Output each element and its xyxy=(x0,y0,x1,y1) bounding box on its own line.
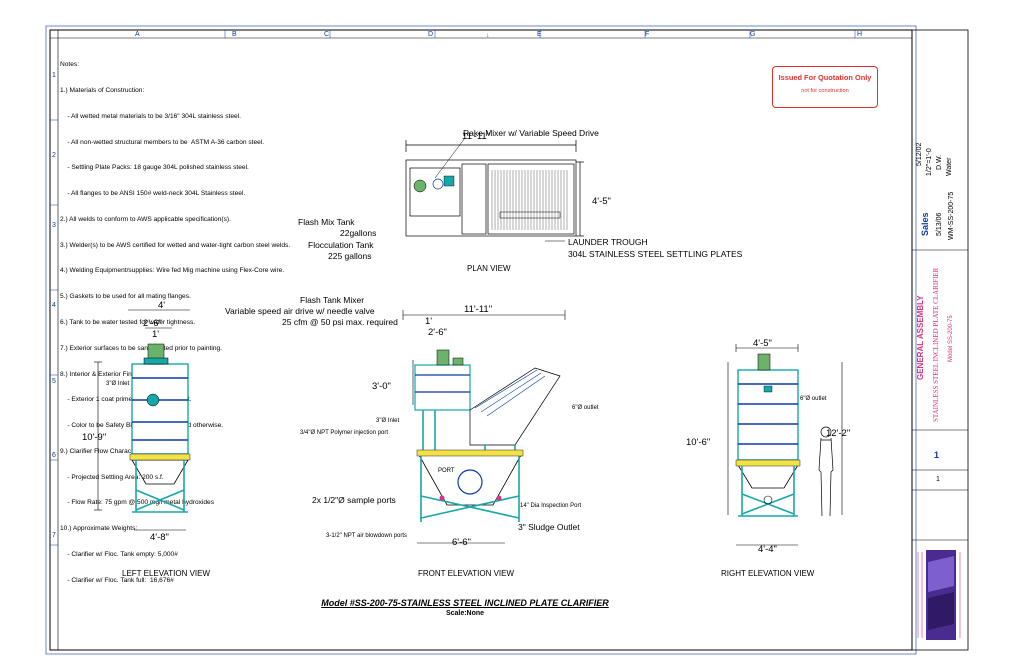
note-line: - Projected Settling Area: 200 s.f. xyxy=(60,473,164,481)
stamp-title: Issued For Quotation Only xyxy=(778,73,872,82)
stamp-subtitle: not for construction xyxy=(801,88,849,94)
right-dim-top: 4'-5" xyxy=(753,338,772,349)
right-outlet-label: 6"Ø outlet xyxy=(800,396,827,402)
tb-drawn: D.W. xyxy=(936,154,943,170)
right-dim-person: 12'-2" xyxy=(826,428,851,439)
note-line: 2.) All welds to conform to AWS applicab… xyxy=(60,215,231,223)
front-air-req-label: 25 cfm @ 50 psi max. required xyxy=(282,317,398,327)
grid-col-b: B xyxy=(232,31,237,38)
left-dim-small: 1' xyxy=(152,329,160,340)
tb-subheading: STAINLESS STEEL INCLINED PLATE CLARIFIER xyxy=(932,267,940,422)
right-dim-base: 4'-4" xyxy=(758,544,777,555)
plan-flash-tank-label: Flash Mix Tank xyxy=(298,217,355,227)
left-dim-base: 4'-8" xyxy=(150,532,169,543)
plan-rake-mixer-label: Rake Mixer w/ Variable Speed Drive xyxy=(463,128,599,138)
front-outlet-label: 6"Ø outlet xyxy=(572,405,599,411)
tb-material: Water xyxy=(946,157,953,176)
tb-model-no: Model SS-200-75 xyxy=(948,315,954,362)
right-view-title: RIGHT ELEVATION VIEW xyxy=(721,569,815,578)
right-dim-height: 10'-6" xyxy=(686,437,711,448)
front-port-tag: PORT xyxy=(438,468,455,474)
model-scale: Scale:None xyxy=(445,610,485,617)
front-inspection-label: 14" Dia Inspection Port xyxy=(520,503,582,509)
front-dim-length: 11'-11" xyxy=(464,304,493,315)
left-dim-height: 10'-9" xyxy=(82,432,107,443)
construction-notes: Notes: 1.) Materials of Construction: - … xyxy=(60,44,290,603)
grid-row-2: 2 xyxy=(52,152,56,159)
plan-view-title: PLAN VIEW xyxy=(467,264,511,273)
grid-col-f: F xyxy=(645,31,650,38)
front-flash-mixer-label: Flash Tank Mixer xyxy=(300,295,365,305)
grid-row-5: 5 xyxy=(52,378,56,385)
tb-dwg-id: WM-SS-200-75 xyxy=(948,191,955,240)
note-line: - All wetted metal materials to be 3/16"… xyxy=(60,112,241,120)
left-elevation-drawing xyxy=(94,309,191,531)
plan-flash-volume: 22gallons xyxy=(340,228,377,238)
plan-plates-label: 304L STAINLESS STEEL SETTLING PLATES xyxy=(568,249,743,259)
tb-sales: Sales xyxy=(920,212,930,236)
front-sample-label: 2x 1/2"Ø sample ports xyxy=(312,495,396,505)
right-elevation-drawing xyxy=(727,344,843,546)
grid-col-e: E xyxy=(537,31,542,38)
note-line: 6.) Tank to be water tested for water ti… xyxy=(60,319,196,326)
tb-sheet: 1 xyxy=(934,450,940,460)
front-elevation-drawing xyxy=(402,310,566,544)
grid-col-a: A xyxy=(135,31,140,38)
grid-row-4: 4 xyxy=(52,302,56,309)
front-blowdown-label: 3-1/2" NPT air blowdown ports xyxy=(326,533,408,539)
company-logo xyxy=(917,550,961,640)
model-title: Model #SS-200-75-STAINLESS STEEL INCLINE… xyxy=(321,598,609,608)
note-line: Notes: xyxy=(60,61,80,69)
left-view-title: LEFT ELEVATION VIEW xyxy=(122,569,211,578)
plan-dim-width: 4'-5" xyxy=(592,196,611,207)
grid-col-g: G xyxy=(750,31,756,38)
front-inlet-label: 3"Ø Inlet xyxy=(376,418,400,424)
note-line: - Clarifier w/ Floc. Tank empty: 5,000# xyxy=(60,551,178,559)
front-dim-base: 6'-6" xyxy=(452,537,471,548)
grid-col-c: C xyxy=(324,31,330,38)
grid-row-1: 1 xyxy=(52,72,56,79)
tb-heading: GENERAL ASSEMBLY xyxy=(916,295,925,380)
tb-scale: 1/2"=1'-0 xyxy=(926,148,933,176)
tb-last-update: 5/13/06 xyxy=(936,212,943,236)
quotation-stamp: Issued For Quotation Only not for constr… xyxy=(772,66,878,108)
note-line: 3.) Welder(s) to be AWS certified for we… xyxy=(60,241,291,249)
front-air-drive-label: Variable speed air drive w/ needle valve xyxy=(225,306,375,316)
left-dim-top: 4' xyxy=(158,300,166,311)
front-view-title: FRONT ELEVATION VIEW xyxy=(418,569,515,578)
note-line: 10.) Approximate Weights: xyxy=(60,525,138,533)
note-line: - All flanges to be ANSI 150# weld-neck … xyxy=(60,190,246,198)
note-line: 4.) Welding Equipment/supplies: Wire fed… xyxy=(60,267,285,275)
plan-launder-label: LAUNDER TROUGH xyxy=(568,237,648,247)
note-line: - All non-wetted structural members to b… xyxy=(60,138,265,146)
front-dim-2: 2'-6" xyxy=(428,327,447,338)
front-dim-1: 1' xyxy=(425,316,433,327)
plan-floc-volume: 225 gallons xyxy=(328,251,372,261)
left-inlet-label: 3"Ø Inlet xyxy=(106,381,130,387)
grid-row-3: 3 xyxy=(52,222,56,229)
front-polymer-label: 3/4"Ø NPT Polymer injection port xyxy=(300,430,389,436)
grid-col-h: H xyxy=(857,31,863,38)
tb-of: 1 xyxy=(936,476,940,483)
note-line: - Clarifier w/ Floc. Tank full: 16,676# xyxy=(60,576,174,584)
grid-row-7: 7 xyxy=(52,532,56,539)
plan-dim-length: 11'-11" xyxy=(462,131,491,142)
grid-col-d: D xyxy=(428,31,434,38)
front-sludge-label: 3" Sludge Outlet xyxy=(518,522,580,532)
note-line: - Flow Rate: 75 gpm @ 500 mg/l metal hyd… xyxy=(60,499,215,507)
plan-floc-tank-label: Flocculation Tank xyxy=(308,240,374,250)
front-dim-3: 3'-0" xyxy=(372,381,391,392)
svg-text:↓: ↓ xyxy=(486,32,490,39)
tb-date: 5/12/02 xyxy=(916,142,923,166)
note-line: 1.) Materials of Construction: xyxy=(60,86,145,94)
note-line: - Settling Plate Packs: 18 gauge 304L po… xyxy=(60,164,249,172)
note-line: 5.) Gaskets to be used for all mating fl… xyxy=(60,293,191,301)
plan-view-drawing xyxy=(405,137,584,242)
grid-row-6: 6 xyxy=(52,452,56,459)
left-dim-mid: 2'-6" xyxy=(143,318,162,329)
